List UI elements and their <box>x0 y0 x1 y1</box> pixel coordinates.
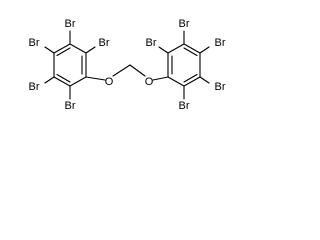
atom-o-left: O <box>105 76 114 88</box>
bond-right-ring-f <box>167 43 185 54</box>
atom-o-right: O <box>145 76 154 88</box>
bond-o-ch2-left <box>112 64 131 77</box>
atom-br-left-bottom: Br <box>65 100 76 112</box>
atom-br-right-bottom: Br <box>179 100 190 112</box>
atom-br-right-upper-left: Br <box>146 37 157 49</box>
bond-left-ring-d-inner <box>56 73 71 83</box>
bond-left-ring-c <box>69 76 87 87</box>
bond-right-ring-c <box>183 76 201 87</box>
atom-br-left-top: Br <box>65 18 76 30</box>
atom-br-right-lower-right: Br <box>215 81 226 93</box>
bond-right-br-upper-left <box>158 46 169 54</box>
bond-lines <box>44 30 210 100</box>
bond-right-ring-a <box>183 43 201 54</box>
bond-left-br-upper-left <box>44 46 55 54</box>
bond-right-br-upper-right <box>199 46 210 54</box>
molecule-structure: Br Br Br Br Br O O Br Br Br Br Br <box>29 18 226 112</box>
bond-right-br-lower-right <box>199 76 210 84</box>
bond-left-ring-f-inner <box>56 47 71 57</box>
atom-br-right-top: Br <box>179 18 190 30</box>
bond-left-ring-a <box>69 43 87 54</box>
bond-right-ring-d <box>167 76 185 87</box>
atom-br-left-lower-left: Br <box>29 81 40 93</box>
atom-br-right-upper-right: Br <box>215 37 226 49</box>
atom-br-left-upper-left: Br <box>29 37 40 49</box>
bond-left-c-o <box>85 76 106 81</box>
bond-left-ring-f <box>53 43 71 54</box>
bond-left-br-lower-left <box>44 76 55 84</box>
bond-ch2-o-right <box>129 64 146 77</box>
bond-right-ring-a-inner <box>183 47 198 57</box>
bond-right-ring-c-inner <box>183 73 198 83</box>
bond-left-ring-d <box>53 76 71 87</box>
bond-left-br-upper-right <box>85 46 96 54</box>
atom-br-left-upper-right: Br <box>99 37 110 49</box>
bond-right-o-c <box>152 76 169 81</box>
